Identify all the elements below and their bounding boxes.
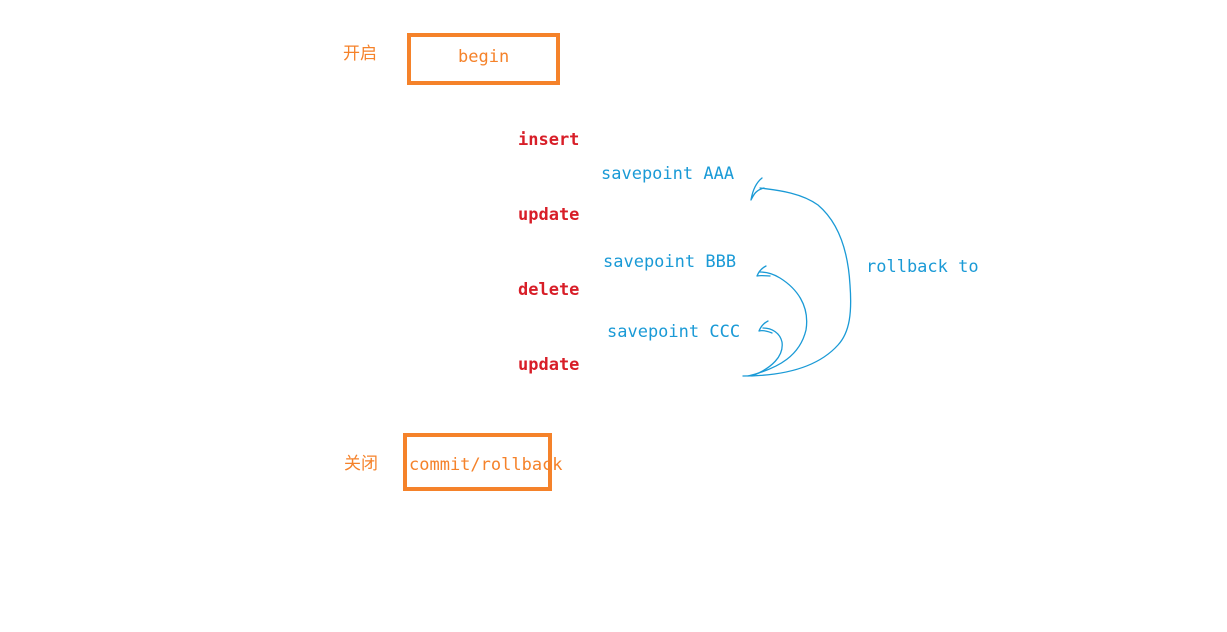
begin-box bbox=[407, 33, 560, 85]
rollback-arrowhead-ccc bbox=[758, 320, 773, 334]
operation-update-2: update bbox=[518, 355, 580, 375]
end-side-label: 关闭 bbox=[344, 454, 378, 474]
rollback-arrow-bbb bbox=[747, 271, 808, 377]
savepoint-ccc: savepoint CCC bbox=[607, 322, 741, 342]
rollback-arrow-ccc bbox=[751, 327, 783, 377]
end-box-text: commit/rollback bbox=[409, 455, 563, 475]
operation-insert: insert bbox=[518, 130, 580, 150]
savepoint-bbb: savepoint BBB bbox=[603, 252, 737, 272]
end-box bbox=[403, 433, 552, 491]
begin-side-label: 开启 bbox=[343, 44, 377, 64]
rollback-arrowhead-bbb bbox=[756, 265, 771, 277]
operation-delete: delete bbox=[518, 280, 580, 300]
operation-update-1: update bbox=[518, 205, 580, 225]
rollback-arrow-aaa bbox=[742, 187, 852, 377]
begin-box-text: begin bbox=[458, 47, 510, 67]
rollback-to-label: rollback to bbox=[866, 257, 979, 277]
rollback-arrowhead-aaa bbox=[750, 177, 765, 201]
savepoint-aaa: savepoint AAA bbox=[601, 164, 735, 184]
